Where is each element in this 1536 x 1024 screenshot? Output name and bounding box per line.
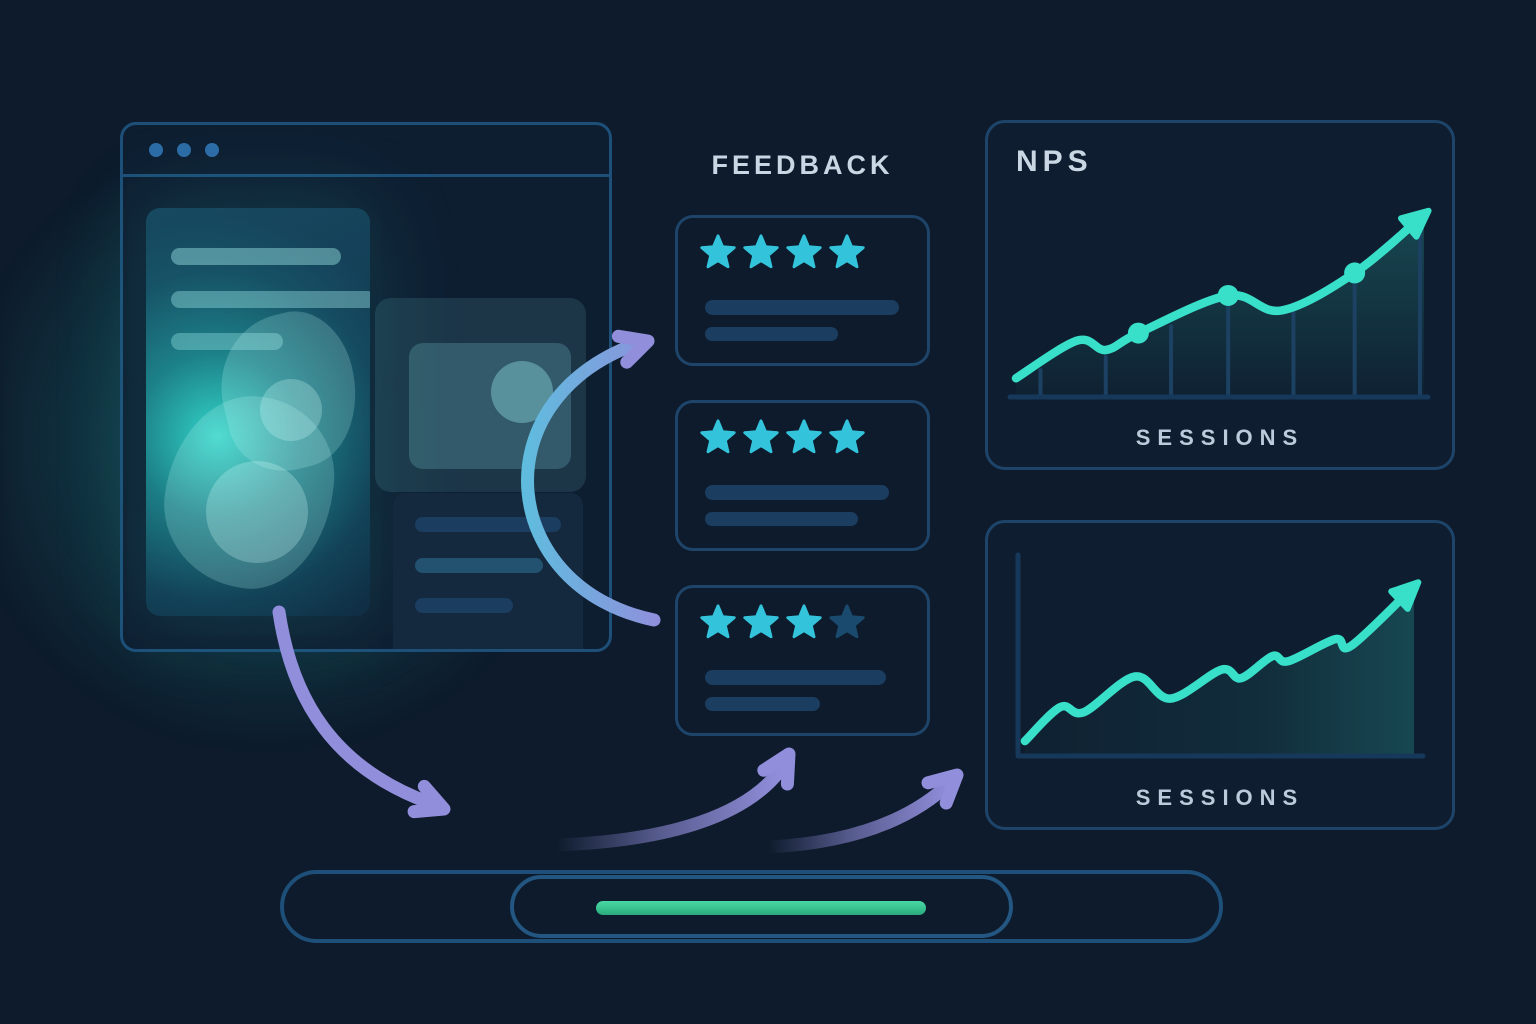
profile-card bbox=[409, 343, 571, 469]
text-placeholder-line bbox=[705, 697, 820, 711]
star-rating bbox=[698, 603, 867, 641]
avatar-circle bbox=[491, 361, 553, 423]
browser-titlebar bbox=[123, 125, 609, 177]
star-icon bbox=[829, 419, 865, 454]
window-dot-icon bbox=[177, 142, 191, 157]
window-dot-icon bbox=[149, 142, 163, 157]
heatmap-hotspot bbox=[260, 379, 323, 442]
nps-heading: NPS bbox=[1016, 145, 1093, 178]
star-rating bbox=[698, 233, 867, 271]
nps-chart-card: NPS SESSIONS bbox=[985, 120, 1455, 470]
sessions-chart-card: SESSIONS bbox=[985, 520, 1455, 830]
text-placeholder-line bbox=[171, 333, 283, 350]
text-placeholder-line bbox=[415, 517, 561, 532]
star-icon bbox=[786, 419, 822, 454]
nps-line-chart bbox=[1007, 207, 1432, 400]
star-icon bbox=[743, 419, 779, 454]
heatmap-panel bbox=[146, 208, 370, 616]
star-icon bbox=[700, 234, 736, 269]
feedback-card bbox=[675, 585, 930, 736]
content-overlay-panel bbox=[375, 298, 586, 492]
timeline-bar bbox=[280, 870, 1223, 943]
star-icon bbox=[743, 234, 779, 269]
content-block bbox=[393, 493, 583, 649]
text-placeholder-line bbox=[705, 512, 858, 526]
star-icon bbox=[786, 234, 822, 269]
text-placeholder-line bbox=[171, 248, 341, 265]
star-icon bbox=[743, 604, 779, 639]
star-icon bbox=[786, 604, 822, 639]
feedback-card bbox=[675, 400, 930, 551]
window-dot-icon bbox=[205, 142, 219, 157]
browser-content bbox=[123, 177, 609, 649]
text-placeholder-line bbox=[705, 670, 886, 685]
star-icon bbox=[700, 419, 736, 454]
sessions-line-chart bbox=[1015, 552, 1426, 759]
text-placeholder-line bbox=[415, 598, 513, 613]
browser-window bbox=[120, 122, 612, 652]
text-placeholder-line bbox=[705, 327, 838, 341]
sessions-axis-label: SESSIONS bbox=[1135, 425, 1305, 450]
text-placeholder-line bbox=[705, 300, 899, 315]
text-placeholder-line bbox=[705, 485, 889, 500]
text-placeholder-line bbox=[415, 558, 543, 573]
star-rating bbox=[698, 418, 867, 456]
sessions-axis-label: SESSIONS bbox=[1135, 785, 1305, 810]
star-icon bbox=[829, 234, 865, 269]
feedback-heading: FEEDBACK bbox=[711, 150, 894, 180]
feedback-card bbox=[675, 215, 930, 366]
timeline-progress-indicator bbox=[596, 901, 926, 915]
heatmap-hotspot bbox=[206, 460, 309, 563]
star-icon bbox=[700, 604, 736, 639]
star-empty-icon bbox=[829, 604, 865, 639]
text-placeholder-line bbox=[171, 291, 370, 308]
